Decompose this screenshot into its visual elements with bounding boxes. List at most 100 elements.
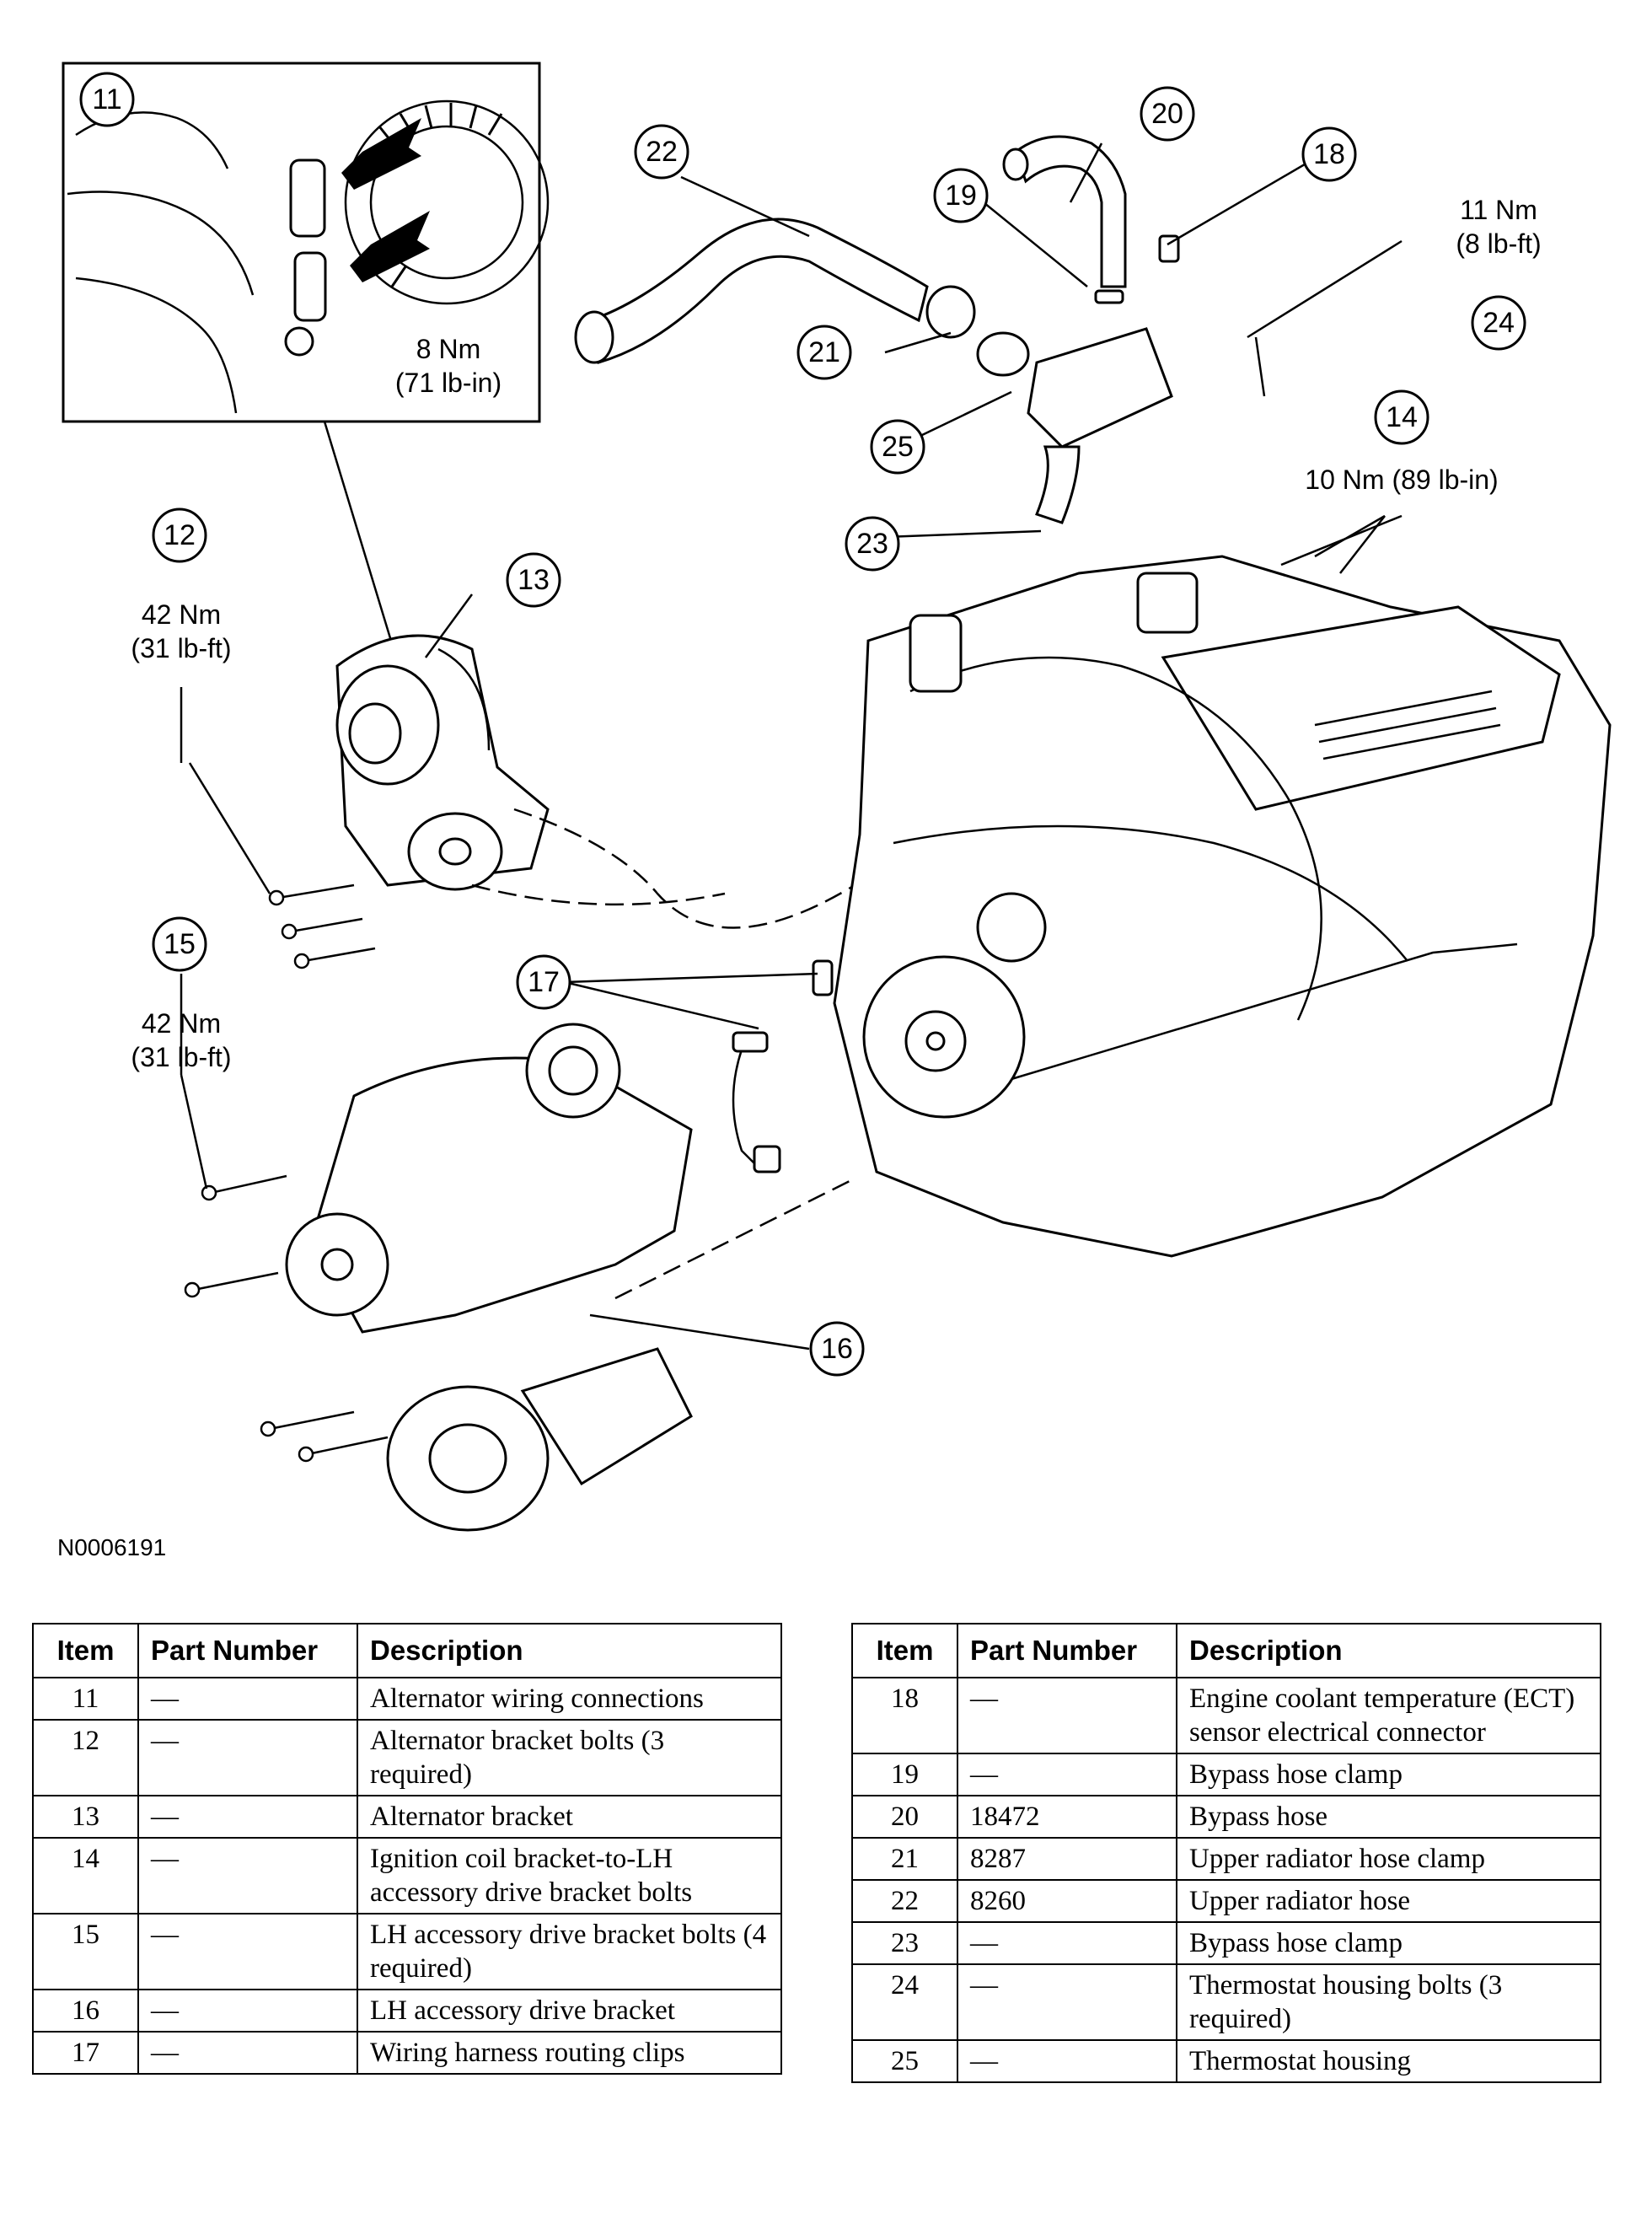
description-cell: Bypass hose clamp [1176, 1921, 1601, 1965]
svg-text:14: 14 [1386, 401, 1418, 433]
part-number-cell: — [957, 2039, 1177, 2083]
description-cell: Thermostat housing bolts (3 required) [1176, 1963, 1601, 2041]
lh-accessory-drive-bracket [285, 1023, 693, 1532]
table-row: 23—Bypass hose clamp [851, 1921, 1601, 1965]
item-cell: 23 [851, 1921, 958, 1965]
parts-table-left: Item Part Number Description 11—Alternat… [32, 1623, 782, 2075]
header-description: Description [357, 1623, 782, 1678]
header-part-number: Part Number [137, 1623, 358, 1678]
callout-18: 18 [1301, 126, 1357, 182]
description-cell: Alternator wiring connections [357, 1677, 782, 1721]
item-cell: 16 [32, 1989, 139, 2033]
table-row: 19—Bypass hose clamp [851, 1753, 1601, 1796]
torque-label-11: 8 Nm (71 lb-in) [395, 334, 502, 398]
callout-11: 11 [79, 72, 135, 127]
svg-text:10 Nm (89 lb-in): 10 Nm (89 lb-in) [1305, 465, 1498, 495]
part-number-cell: — [957, 1963, 1177, 2041]
torque-label-12: 42 Nm (31 lb-ft) [131, 599, 231, 663]
callout-14: 14 [1374, 389, 1429, 445]
callout-12: 12 [152, 507, 207, 563]
alternator-detail-inset [62, 62, 550, 423]
table-row: 17—Wiring harness routing clips [32, 2031, 782, 2075]
torque-label-14: 10 Nm (89 lb-in) [1305, 465, 1498, 495]
hose-clamp-21 [925, 285, 976, 339]
description-cell: Upper radiator hose [1176, 1879, 1601, 1923]
figure-id: N0006191 [57, 1534, 167, 1560]
description-cell: Thermostat housing [1176, 2039, 1601, 2083]
thermostat-housing [976, 327, 1173, 524]
svg-text:12: 12 [164, 519, 196, 551]
part-number-cell: 18472 [957, 1795, 1177, 1839]
exploded-view-diagram: 11 12 13 14 15 16 17 18 19 20 21 22 23 2… [62, 62, 1612, 1532]
part-number-cell: — [137, 1837, 358, 1914]
header-item: Item [32, 1623, 139, 1678]
description-cell: Alternator bracket [357, 1795, 782, 1839]
table-header-row: Item Part Number Description [851, 1623, 1601, 1678]
part-number-cell: — [957, 1753, 1177, 1796]
item-cell: 17 [32, 2031, 139, 2075]
wiring-clips [732, 959, 834, 1173]
svg-text:13: 13 [518, 564, 550, 596]
upper-radiator-hose [574, 217, 929, 364]
svg-text:19: 19 [945, 180, 977, 212]
callout-23: 23 [845, 516, 900, 572]
table-row: 12—Alternator bracket bolts (3 required) [32, 1719, 782, 1796]
svg-text:25: 25 [882, 431, 914, 463]
torque-label-24: 11 Nm (8 lb-ft) [1456, 195, 1541, 259]
item-cell: 13 [32, 1795, 139, 1839]
item-cell: 22 [851, 1879, 958, 1923]
callout-15: 15 [152, 916, 207, 972]
svg-text:16: 16 [821, 1333, 853, 1365]
item-cell: 18 [851, 1677, 958, 1754]
bracket-bolts-12 [268, 883, 376, 969]
part-number-cell: 8260 [957, 1879, 1177, 1923]
svg-text:15: 15 [164, 928, 196, 960]
bracket-bolts-15 [184, 1174, 389, 1463]
item-cell: 12 [32, 1719, 139, 1796]
svg-text:24: 24 [1483, 307, 1515, 339]
callout-24: 24 [1471, 295, 1526, 351]
svg-text:(8 lb-ft): (8 lb-ft) [1456, 228, 1541, 259]
description-cell: LH accessory drive bracket bolts (4 requ… [357, 1913, 782, 1990]
svg-text:11 Nm: 11 Nm [1460, 195, 1537, 225]
item-cell: 21 [851, 1837, 958, 1881]
part-number-cell: — [137, 1913, 358, 1990]
callout-20: 20 [1140, 86, 1195, 142]
table-row: 15—LH accessory drive bracket bolts (4 r… [32, 1913, 782, 1990]
part-number-cell: — [137, 1719, 358, 1796]
description-cell: Wiring harness routing clips [357, 2031, 782, 2075]
svg-text:22: 22 [646, 136, 678, 168]
part-number-cell: — [137, 1989, 358, 2033]
item-cell: 25 [851, 2039, 958, 2083]
callout-22: 22 [634, 124, 689, 180]
svg-text:23: 23 [856, 528, 888, 560]
svg-text:(31 lb-ft): (31 lb-ft) [131, 633, 231, 663]
svg-text:(31 lb-ft): (31 lb-ft) [131, 1042, 231, 1072]
table-row: 18—Engine coolant temperature (ECT) sens… [851, 1677, 1601, 1754]
part-number-cell: — [957, 1921, 1177, 1965]
engine-assembly [833, 555, 1612, 1258]
bypass-hose [1002, 135, 1180, 304]
svg-text:18: 18 [1313, 138, 1345, 170]
part-number-cell: — [957, 1677, 1177, 1754]
part-number-cell: — [137, 2031, 358, 2075]
callout-19: 19 [933, 168, 989, 223]
svg-text:17: 17 [528, 966, 560, 998]
svg-text:11: 11 [92, 83, 121, 115]
part-number-cell: — [137, 1795, 358, 1839]
item-cell: 14 [32, 1837, 139, 1914]
item-cell: 19 [851, 1753, 958, 1796]
part-number-cell: 8287 [957, 1837, 1177, 1881]
svg-text:20: 20 [1151, 98, 1183, 130]
svg-text:8 Nm: 8 Nm [416, 334, 480, 364]
item-cell: 11 [32, 1677, 139, 1721]
parts-table-right: Item Part Number Description 18—Engine c… [851, 1623, 1601, 2083]
description-cell: Ignition coil bracket-to-LH accessory dr… [357, 1837, 782, 1914]
item-cell: 24 [851, 1963, 958, 2041]
table-header-row: Item Part Number Description [32, 1623, 782, 1678]
table-row: 13—Alternator bracket [32, 1795, 782, 1839]
alternator-bracket [335, 634, 550, 891]
callout-16: 16 [809, 1321, 865, 1377]
svg-text:(71 lb-in): (71 lb-in) [395, 368, 502, 398]
table-row: 11—Alternator wiring connections [32, 1677, 782, 1721]
